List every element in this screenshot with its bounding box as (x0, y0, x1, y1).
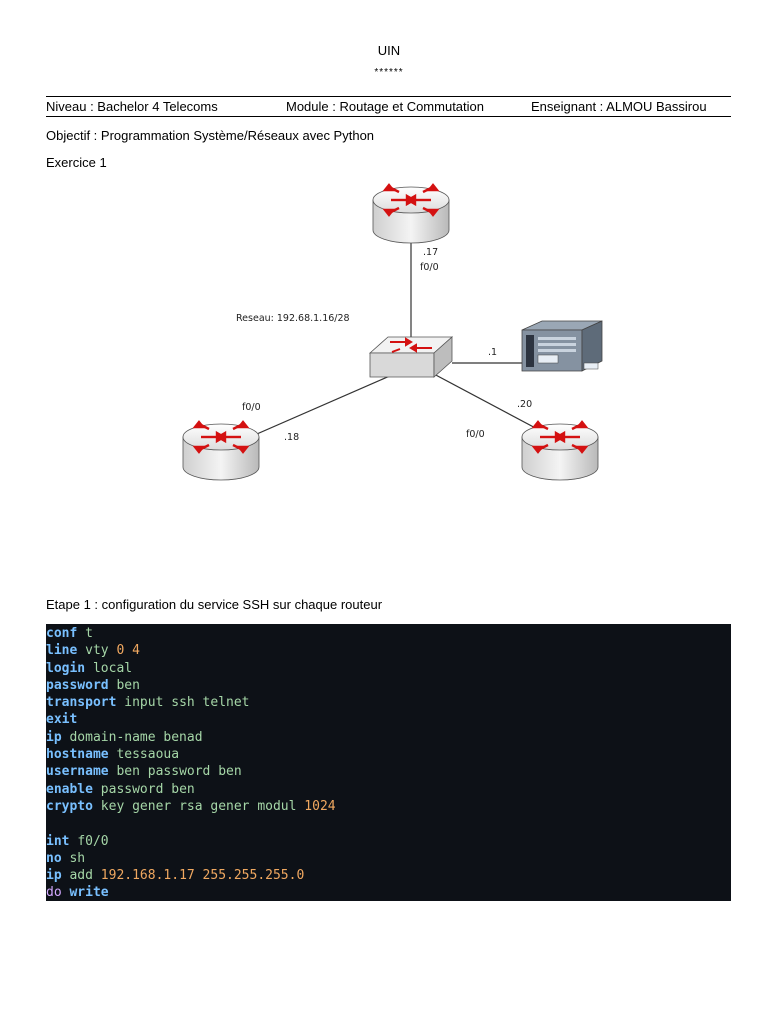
code-line: exit (46, 711, 731, 728)
switch-icon (368, 336, 454, 378)
code-line: no sh (46, 850, 731, 867)
code-line: transport input ssh telnet (46, 694, 731, 711)
code-line: do write (46, 884, 731, 901)
code-keyword: ip (46, 729, 62, 745)
code-argument: input ssh telnet (124, 695, 250, 711)
left-router-ip-label: .18 (284, 432, 299, 443)
server-ip-label: .1 (488, 347, 497, 358)
code-keyword: conf (46, 626, 78, 641)
code-argument: tessaoua (116, 747, 180, 763)
code-number: 1024 (304, 798, 336, 814)
top-router-ip-label: .17 (423, 247, 438, 258)
code-argument: f0/0 (77, 833, 109, 849)
code-keyword: line (46, 643, 78, 659)
code-line: int f0/0 (46, 833, 731, 850)
code-argument: vty (85, 643, 109, 659)
code-line: password ben (46, 677, 731, 694)
code-keyword: username (46, 764, 109, 780)
code-line: ip domain-name benad (46, 729, 731, 746)
right-router-ip-label: .20 (517, 399, 532, 410)
router-icon (182, 420, 260, 481)
code-argument: write (69, 885, 109, 901)
right-router-iface-label: f0/0 (466, 429, 485, 440)
code-number: 0 4 (116, 643, 140, 659)
router-icon (372, 183, 450, 244)
network-links (249, 243, 559, 441)
code-keyword: login (46, 660, 86, 676)
code-line: crypto key gener rsa gener modul 1024 (46, 798, 731, 815)
enseignant-label: Enseignant : ALMOU Bassirou (531, 99, 707, 114)
code-argument: password ben (100, 781, 195, 797)
code-keyword: password (46, 677, 109, 693)
exercice-heading: Exercice 1 (46, 155, 107, 170)
server-icon (521, 320, 603, 372)
code-keyword: exit (46, 712, 78, 728)
code-argument: local (92, 660, 133, 676)
institution-title: UIN (377, 43, 401, 58)
code-keyword: crypto (46, 798, 93, 814)
code-line (46, 815, 731, 832)
left-router-iface-label: f0/0 (242, 402, 261, 413)
code-line: enable password ben (46, 781, 731, 798)
code-argument: sh (69, 850, 86, 866)
code-line: line vty 0 4 (46, 642, 731, 659)
code-keyword: transport (46, 695, 117, 711)
code-argument: add (69, 868, 93, 884)
etape-heading: Etape 1 : configuration du service SSH s… (46, 597, 383, 612)
code-line: ip add 192.168.1.17 255.255.255.0 (46, 867, 731, 884)
header-bottom-rule (46, 116, 731, 117)
stars-decoration: ****** (374, 67, 404, 78)
code-keyword: ip (46, 868, 62, 884)
code-keyword: int (46, 833, 70, 849)
objectif-text: Objectif : Programmation Système/Réseaux… (46, 128, 375, 143)
router-icon (521, 420, 599, 481)
code-line: hostname tessaoua (46, 746, 731, 763)
code-line: username ben password ben (46, 763, 731, 780)
module-label: Module : Routage et Commutation (286, 99, 484, 114)
code-line: conf t (46, 625, 731, 642)
code-argument: ben (116, 677, 140, 693)
code-argument: ben password ben (116, 764, 242, 780)
header-top-rule (46, 96, 731, 97)
code-argument: domain-name benad (69, 729, 203, 745)
code-argument: key gener rsa gener modul (100, 798, 297, 814)
network-address-label: Reseau: 192.68.1.16/28 (236, 313, 350, 324)
network-diagram: .17 f0/0 Reseau: 192.68.1.16/28 .1 f0/0 … (182, 183, 603, 481)
code-keyword: hostname (46, 747, 109, 763)
code-line: login local (46, 660, 731, 677)
code-keyword: do (46, 885, 62, 901)
code-keyword: enable (46, 781, 93, 797)
code-number: 192.168.1.17 255.255.255.0 (100, 868, 305, 884)
code-argument: t (85, 626, 93, 641)
niveau-label: Niveau : Bachelor 4 Telecoms (46, 99, 218, 114)
code-keyword: no (46, 850, 62, 866)
link-left-router-switch (249, 374, 393, 438)
top-router-iface-label: f0/0 (420, 262, 439, 273)
